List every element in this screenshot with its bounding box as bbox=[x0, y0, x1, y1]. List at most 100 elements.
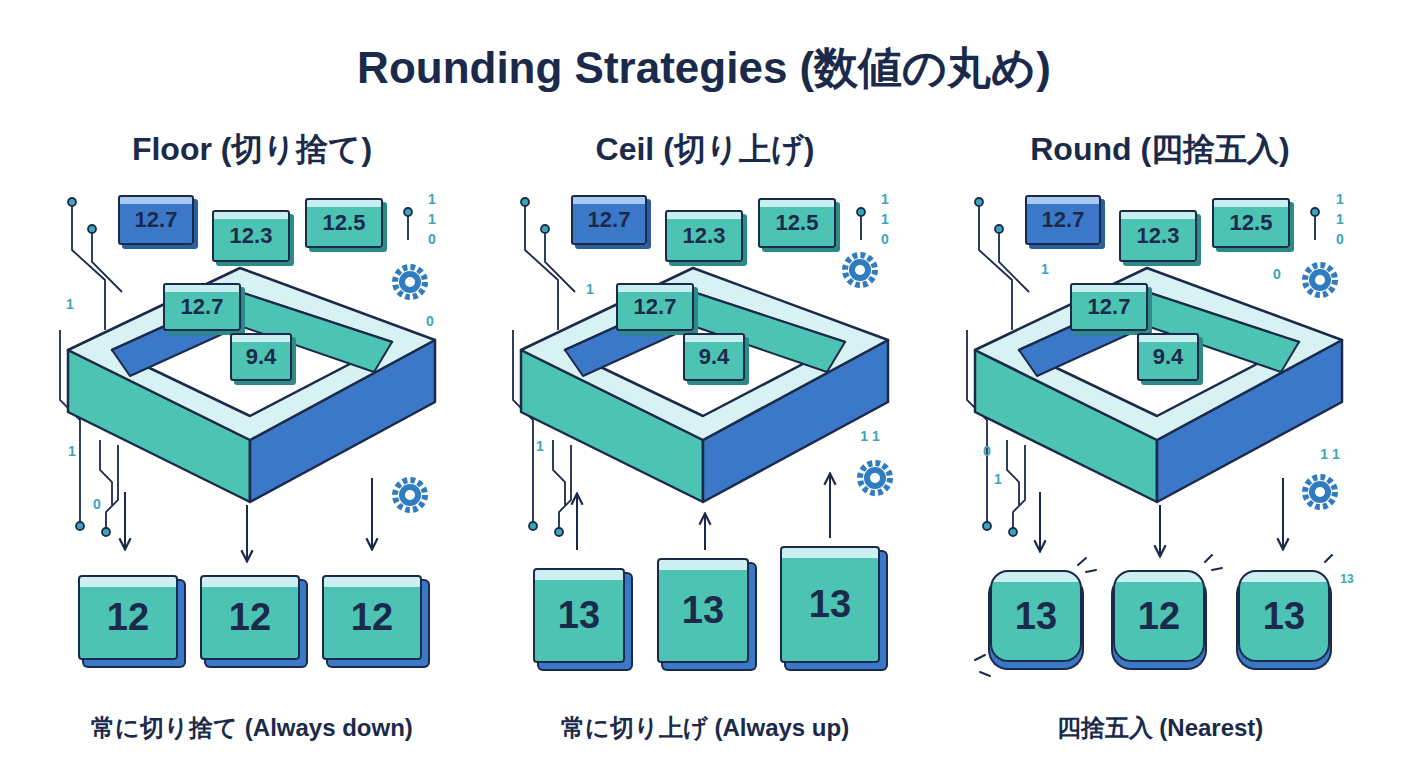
result-value-box: 12 bbox=[78, 575, 178, 660]
value-text: 12.5 bbox=[1230, 210, 1273, 236]
result-value-box: 13 bbox=[1238, 570, 1330, 662]
value-text: 13 bbox=[558, 594, 600, 637]
value-text: 12.3 bbox=[230, 223, 273, 249]
value-text: 12.3 bbox=[1137, 223, 1180, 249]
binary-digit: 1 bbox=[428, 212, 436, 227]
sparkle-mark bbox=[1078, 558, 1086, 565]
binary-digit: 13 bbox=[1340, 573, 1353, 586]
binary-digit: 1 bbox=[1041, 262, 1049, 277]
binary-digit: 1 bbox=[994, 472, 1002, 487]
input-value-box: 12.5 bbox=[758, 198, 836, 248]
binary-digit: 0 bbox=[428, 232, 436, 247]
binary-digit: 0 bbox=[426, 314, 434, 329]
sparkle-mark bbox=[1205, 555, 1212, 562]
input-value-box: 12.3 bbox=[212, 210, 290, 262]
result-value-box: 12 bbox=[1113, 570, 1205, 662]
binary-digit: 1 bbox=[586, 282, 594, 297]
down-arrow bbox=[246, 505, 248, 560]
binary-digit: 1 bbox=[1336, 192, 1344, 207]
binary-digit: 1 bbox=[536, 439, 544, 454]
binary-digit: 1 bbox=[66, 297, 74, 312]
result-value-box: 12 bbox=[322, 575, 422, 660]
value-text: 12.7 bbox=[588, 207, 631, 233]
binary-digit: 1 bbox=[1336, 212, 1344, 227]
binary-digit: 1 1 bbox=[860, 429, 879, 444]
value-text: 13 bbox=[1015, 595, 1057, 638]
sparkle-mark bbox=[980, 672, 990, 676]
value-text: 12.7 bbox=[1042, 207, 1085, 233]
value-text: 12.3 bbox=[683, 223, 726, 249]
result-value-box: 13 bbox=[990, 570, 1082, 662]
result-value-box: 13 bbox=[533, 568, 625, 663]
binary-digit: 1 bbox=[881, 212, 889, 227]
value-text: 12.7 bbox=[1088, 294, 1131, 320]
diagram-title: Rounding Strategies (数値の丸め) bbox=[357, 44, 1051, 92]
input-value-box: 9.4 bbox=[683, 333, 745, 381]
sparkle-mark bbox=[1325, 555, 1332, 562]
binary-digit: 1 1 bbox=[1320, 447, 1339, 462]
gear-icon bbox=[395, 480, 425, 510]
value-text: 12.5 bbox=[776, 210, 819, 236]
gear-icon bbox=[1305, 265, 1335, 295]
value-text: 12 bbox=[107, 596, 149, 639]
result-value-box: 13 bbox=[657, 558, 749, 663]
floor-tray bbox=[68, 268, 435, 502]
value-text: 9.4 bbox=[699, 344, 730, 370]
panel-heading: Ceil (切り上げ) bbox=[596, 132, 815, 167]
down-arrow bbox=[1159, 505, 1161, 555]
ceil-tray bbox=[521, 268, 888, 502]
result-value-box: 12 bbox=[200, 575, 300, 660]
input-value-box: 12.7 bbox=[118, 195, 194, 245]
input-value-box: 12.7 bbox=[1070, 283, 1148, 331]
sparkle-mark bbox=[1212, 568, 1222, 570]
binary-digit: 1 bbox=[881, 192, 889, 207]
gear-icon bbox=[845, 255, 875, 285]
panel-heading: Floor (切り捨て) bbox=[132, 132, 372, 167]
down-arrow bbox=[124, 492, 126, 548]
gear-icon bbox=[1305, 477, 1335, 507]
value-text: 9.4 bbox=[1153, 344, 1184, 370]
result-value-box: 13 bbox=[780, 546, 880, 663]
input-value-box: 12.3 bbox=[665, 210, 743, 262]
up-arrow bbox=[576, 495, 578, 550]
sparkle-mark bbox=[1086, 570, 1096, 572]
input-value-box: 9.4 bbox=[1137, 333, 1199, 381]
binary-digit: 1 bbox=[68, 444, 76, 459]
value-text: 12.7 bbox=[634, 294, 677, 320]
input-value-box: 9.4 bbox=[230, 333, 292, 381]
gear-icon bbox=[860, 463, 890, 493]
value-text: 12 bbox=[1138, 595, 1180, 638]
up-arrow bbox=[704, 515, 706, 550]
value-text: 12 bbox=[229, 596, 271, 639]
value-text: 13 bbox=[1263, 595, 1305, 638]
input-value-box: 12.3 bbox=[1119, 210, 1197, 262]
down-arrow bbox=[371, 478, 373, 548]
panel-caption: 常に切り捨て (Always down) bbox=[91, 715, 413, 741]
binary-digit: 0 bbox=[93, 497, 101, 512]
value-text: 13 bbox=[809, 583, 851, 626]
input-value-box: 12.7 bbox=[571, 195, 647, 245]
input-value-box: 12.7 bbox=[1025, 195, 1101, 245]
value-text: 13 bbox=[682, 589, 724, 632]
input-value-box: 12.5 bbox=[305, 198, 383, 248]
gear-icon bbox=[395, 267, 425, 297]
panel-caption: 常に切り上げ (Always up) bbox=[561, 715, 849, 741]
binary-digit: 0 bbox=[1336, 232, 1344, 247]
input-value-box: 12.7 bbox=[163, 283, 241, 331]
down-arrow bbox=[1039, 492, 1041, 550]
down-arrow bbox=[1282, 478, 1284, 548]
panel-heading: Round (四捨五入) bbox=[1030, 132, 1290, 167]
panel-caption: 四捨五入 (Nearest) bbox=[1057, 715, 1264, 741]
value-text: 12.7 bbox=[181, 294, 224, 320]
input-value-box: 12.7 bbox=[616, 283, 694, 331]
value-text: 12.7 bbox=[135, 207, 178, 233]
up-arrow bbox=[829, 475, 831, 538]
value-text: 12 bbox=[351, 596, 393, 639]
round-tray bbox=[975, 268, 1342, 502]
binary-digit: 0 bbox=[983, 444, 991, 459]
sparkle-mark bbox=[975, 655, 985, 660]
value-text: 9.4 bbox=[246, 344, 277, 370]
binary-digit: 0 bbox=[881, 232, 889, 247]
binary-digit: 1 bbox=[428, 192, 436, 207]
